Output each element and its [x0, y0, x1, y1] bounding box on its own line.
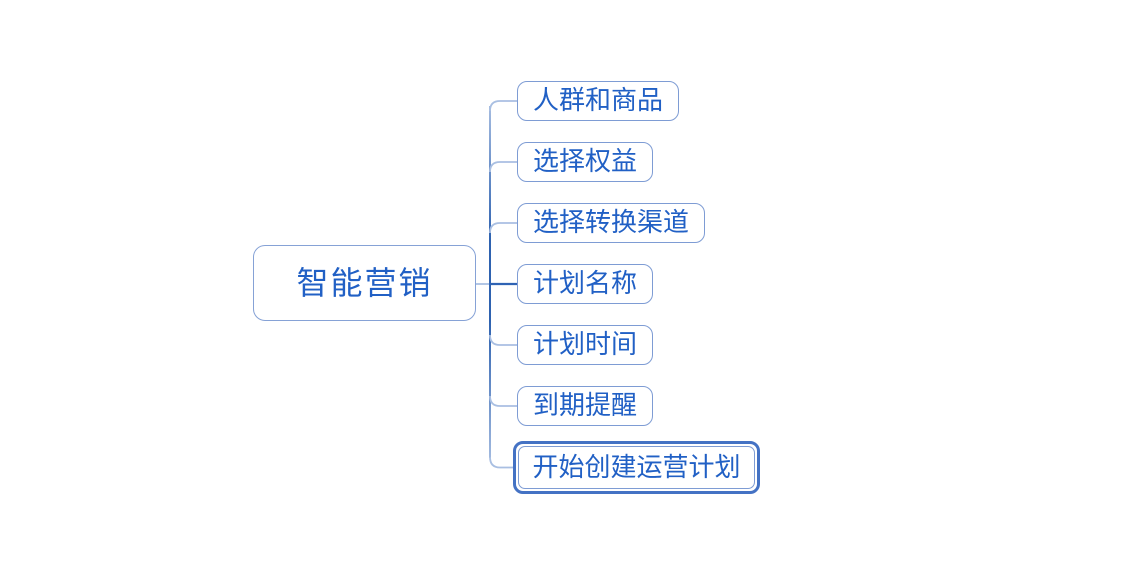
node-select-conversion-channel[interactable]: 选择转换渠道	[517, 203, 705, 243]
branch-line-5	[489, 334, 517, 346]
branch-line-6	[489, 395, 517, 407]
node-select-benefits[interactable]: 选择权益	[517, 142, 653, 182]
node-plan-time[interactable]: 计划时间	[517, 325, 653, 365]
branch-line-1	[489, 100, 517, 112]
branch-line-2	[489, 161, 517, 173]
branch-line-7	[489, 456, 513, 469]
branch-line-3	[489, 222, 517, 234]
node-audience-and-products[interactable]: 人群和商品	[517, 81, 679, 121]
node-expiry-reminder[interactable]: 到期提醒	[517, 386, 653, 426]
node-root-smart-marketing[interactable]: 智能营销	[253, 245, 476, 321]
node-plan-name[interactable]: 计划名称	[517, 264, 653, 304]
node-start-create-operation-plan[interactable]: 开始创建运营计划	[518, 446, 755, 489]
selection-border[interactable]: 开始创建运营计划	[513, 441, 760, 494]
